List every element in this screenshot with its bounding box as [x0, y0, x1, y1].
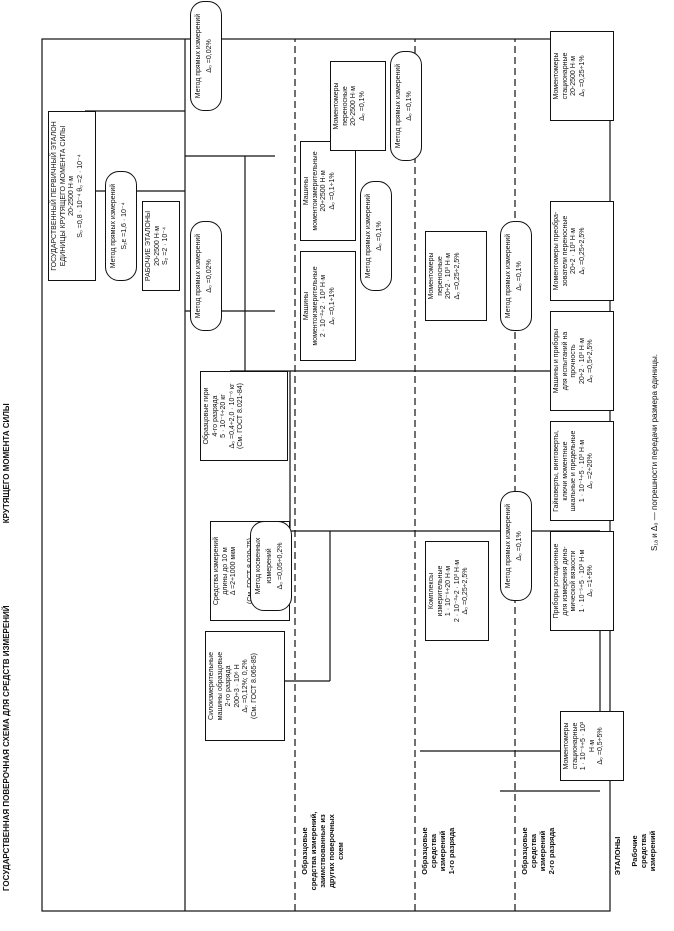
working-etalons: РАБОЧИЕ ЭТАЛОНЫ 20-2500 Н·м S₂ =2 · 10⁻⁴ — [142, 201, 180, 291]
complex-box: Комплексы измерительные 1 · 10⁻⁶÷20 Н·м … — [425, 541, 489, 641]
method-indirect: Метод косвенных измерений Δ₀ =0,05÷0,2% — [250, 521, 292, 611]
rotational-box: Приборы ротационные для измерения дина- … — [550, 531, 614, 631]
method-direct-a: Метод прямых измерений Δ₀ =0,02% — [190, 221, 222, 331]
weights-box: Образцовые гири 4-го разряда 5 · 10⁻⁶÷20… — [200, 371, 288, 461]
machines-box: Машины моментоизмерительные 20÷2500 Н·м … — [300, 141, 356, 241]
method-direct-d: Метод прямых измерений Δ₀ =0,1% — [390, 51, 422, 161]
stationary-2-box: Моментомеры стационарные 20-2500 Н·м Δ₀ … — [550, 31, 614, 121]
method-direct-top: Метод прямых измерений S₂ᴇ =1,6 · 10⁻⁴ — [105, 171, 137, 281]
lane-label-borrowed: Образцовые средства измерений, заимствов… — [300, 811, 345, 891]
converters-box: Моментомеры преобра- зователи переносные… — [550, 201, 614, 301]
lane-label-first-rank: Образцовые средства измерений 1-го разря… — [420, 827, 456, 875]
lane-label-working: Рабочие средства измерений — [630, 830, 657, 872]
method-direct-f: Метод прямых измерений Δ₀ =0,1% — [500, 221, 532, 331]
lane-label-etalons: ЭТАЛОНЫ — [613, 836, 622, 876]
test-machines-box: Машины и приборы для испытаний на прочно… — [550, 311, 614, 411]
method-direct-b: Метод прямых измерений Δ₀ =0,02% — [190, 1, 222, 111]
portable-1-box: Моментомеры переносные 20-2500 Н·м Δ₀ =0… — [330, 61, 386, 151]
keys-box: Гайковерты, винтоверты, ключи моментные … — [550, 421, 614, 521]
machines-small-box: Машины моментоизмерительные 2 · 10⁻²÷2 ·… — [300, 251, 356, 361]
stationary-1-box: Моментомеры стационарные 1 · 10⁻⁶÷5 · 10… — [560, 711, 624, 781]
primary-etalon: ГОСУДАРСТВЕННЫЙ ПЕРВИЧНЫЙ ЭТАЛОН ЕДИНИЦЫ… — [48, 111, 96, 281]
page-subtitle: КРУТЯЩЕГО МОМЕНТА СИЛЫ — [2, 403, 11, 524]
lane-label-second-rank: Образцовые средства измерений 2-го разря… — [520, 827, 556, 875]
method-direct-c: Метод прямых измерений Δ₀ =0,1% — [360, 181, 392, 291]
silo-box: Силоизмерительные машины образцовые 2-го… — [205, 631, 285, 741]
footnote: S₁ₐ и Δ₀ — погрешности передачи размера … — [650, 354, 659, 551]
method-direct-e: Метод прямых измерений Δ₀ =0,1% — [500, 491, 532, 601]
page-title: ГОСУДАРСТВЕННАЯ ПОВЕРОЧНАЯ СХЕМА ДЛЯ СРЕ… — [2, 605, 11, 892]
portable-2-box: Моментомеры переносные 20÷2 · 10³ Н·м Δ₀… — [425, 231, 487, 321]
